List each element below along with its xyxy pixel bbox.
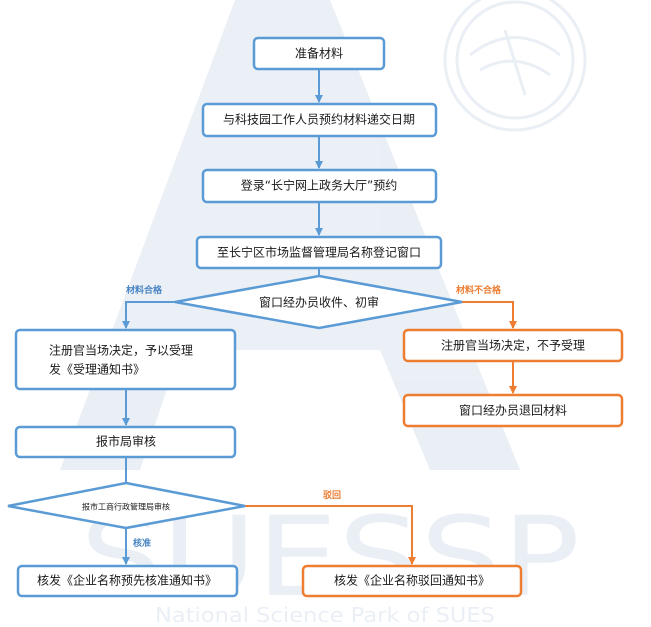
edge-d2-n10 (245, 505, 416, 565)
label-fail: 材料不合格 (455, 284, 502, 296)
decision-aic-review-text: 报市工商行政管理局审核 (82, 502, 170, 512)
decision-initial-review (174, 274, 463, 330)
connectors (122, 69, 517, 565)
node-prepare-materials-text: 准备材料 (295, 47, 343, 61)
node-reject-acceptance-text: 注册官当场决定，不予受理 (441, 338, 585, 353)
label-approve: 核准 (133, 537, 151, 549)
node-issue-approval (16, 564, 239, 598)
node-issue-rejection (301, 564, 523, 598)
watermark-sub-text: National Science Park of SUES (155, 603, 495, 627)
label-reject: 驳回 (323, 489, 341, 501)
decision-aic-review (7, 481, 246, 530)
edge-d1-n5 (122, 301, 175, 329)
label-pass: 材料合格 (125, 284, 163, 296)
node-accept-line1: 注册官当场决定，予以受理 (49, 343, 193, 358)
node-registration-window (195, 235, 443, 270)
node-accept (14, 328, 237, 391)
node-book-appointment-text: 与科技园工作人员预约材料递交日期 (223, 112, 415, 127)
node-issue-rejection-text: 核发《企业名称驳回通知书》 (334, 573, 490, 588)
node-registration-window-text: 至长宁区市场监督管理局名称登记窗口 (217, 245, 421, 260)
node-issue-approval-text: 核发《企业名称预先核准通知书》 (37, 573, 217, 588)
decision-initial-review-text: 窗口经办员收件、初审 (259, 295, 379, 310)
node-prepare-materials (252, 36, 386, 71)
edge-d1-n6 (462, 301, 517, 329)
node-accept-line2: 发《受理通知书》 (49, 362, 145, 377)
node-return-materials (402, 393, 624, 428)
node-city-bureau-review-text: 报市局审核 (96, 434, 156, 449)
university-logo (443, 0, 587, 132)
node-online-login (201, 168, 438, 204)
node-online-login-text: 登录“长宁网上政务大厅”预约 (241, 178, 397, 193)
node-city-bureau-review (14, 425, 237, 459)
node-book-appointment (201, 102, 438, 138)
node-return-materials-text: 窗口经办员退回材料 (459, 403, 567, 418)
node-reject-acceptance (402, 328, 624, 363)
